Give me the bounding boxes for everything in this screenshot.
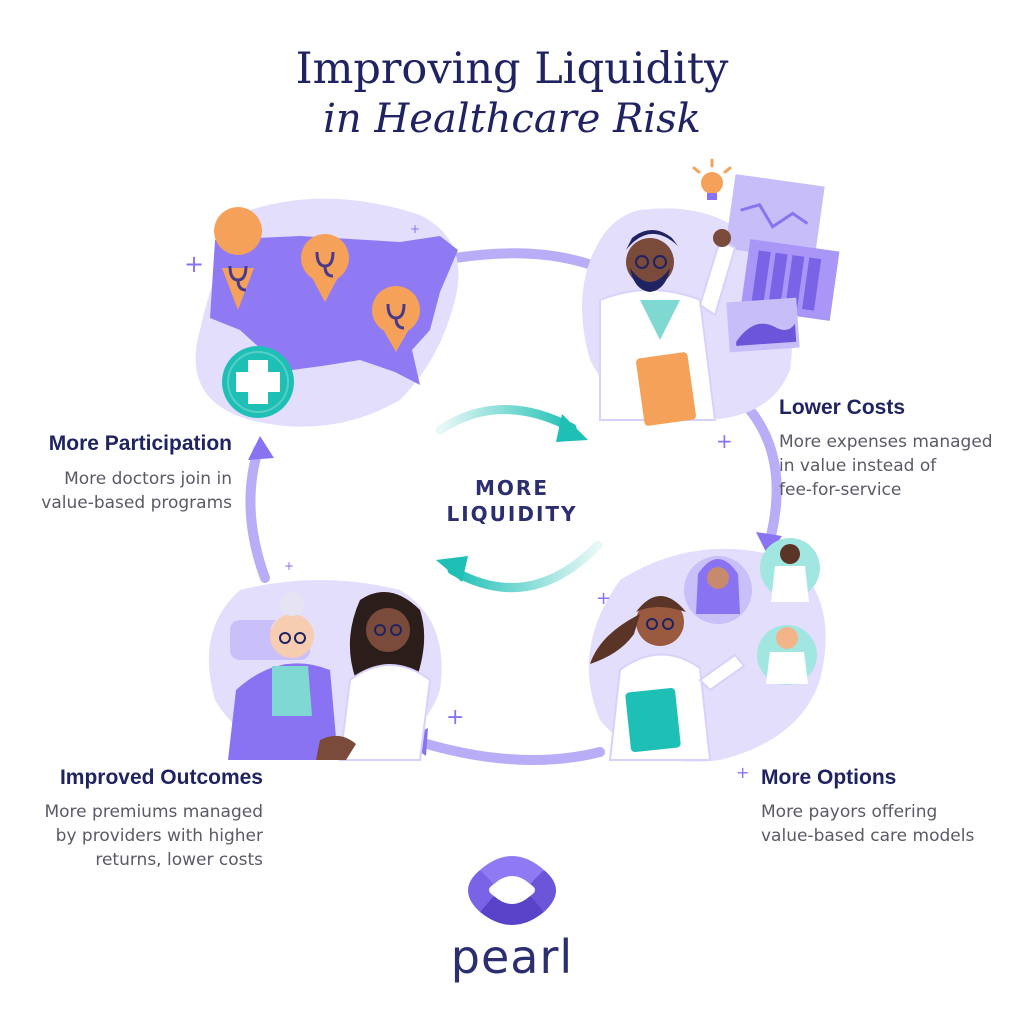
svg-text:+: +	[716, 429, 733, 453]
brand-name: pearl	[412, 930, 612, 984]
lightbulb-icon	[694, 160, 730, 200]
stage-body-outcomes: More premiums managed by providers with …	[44, 800, 263, 872]
svg-text:+: +	[596, 588, 611, 609]
stage-body-participation: More doctors join in value-based program…	[41, 467, 232, 515]
lower-costs-illustration	[582, 160, 839, 426]
stage-heading-outcomes: Improved Outcomes	[60, 766, 263, 790]
stage-body-line: More payors offering	[761, 800, 974, 824]
arrow-costs-to-options	[750, 410, 777, 540]
stage-body-line: More premiums managed	[44, 800, 263, 824]
svg-text:+: +	[284, 559, 294, 573]
cycle-arrow-icon	[452, 545, 598, 588]
stage-heading-participation: More Participation	[49, 432, 232, 456]
center-label-line-1: MORE	[412, 475, 612, 501]
stage-body-line: fee-for-service	[779, 478, 993, 502]
arrow-options-to-outcomes	[420, 742, 600, 760]
svg-text:+: +	[736, 763, 749, 782]
stage-body-line: value-based programs	[41, 491, 232, 515]
options-illustration: + +	[589, 538, 826, 782]
stage-body-line: returns, lower costs	[44, 848, 263, 872]
center-label-line-2: LIQUIDITY	[412, 501, 612, 527]
stage-body-lower-costs: More expenses managed in value instead o…	[779, 430, 993, 502]
cycle-arrow-icon	[440, 409, 572, 430]
title-line-2: in Healthcare Risk	[0, 96, 1024, 142]
center-label: MORE LIQUIDITY	[412, 475, 612, 527]
stage-body-line: in value instead of	[779, 454, 993, 478]
stage-body-line: by providers with higher	[44, 824, 263, 848]
arrow-outcomes-to-participation	[250, 450, 265, 578]
stage-body-options: More payors offering value-based care mo…	[761, 800, 974, 848]
arrow-participation-to-costs	[455, 253, 600, 268]
stage-body-line: More doctors join in	[41, 467, 232, 491]
svg-text:+: +	[410, 222, 420, 236]
stage-body-line: More expenses managed	[779, 430, 993, 454]
title-line-1: Improving Liquidity	[0, 44, 1024, 94]
medical-cross-icon	[222, 346, 294, 418]
stage-body-line: value-based care models	[761, 824, 974, 848]
svg-text:+: +	[446, 705, 464, 730]
svg-text:+: +	[184, 250, 204, 278]
stage-heading-lower-costs: Lower Costs	[779, 396, 905, 420]
stage-heading-options: More Options	[761, 766, 896, 790]
